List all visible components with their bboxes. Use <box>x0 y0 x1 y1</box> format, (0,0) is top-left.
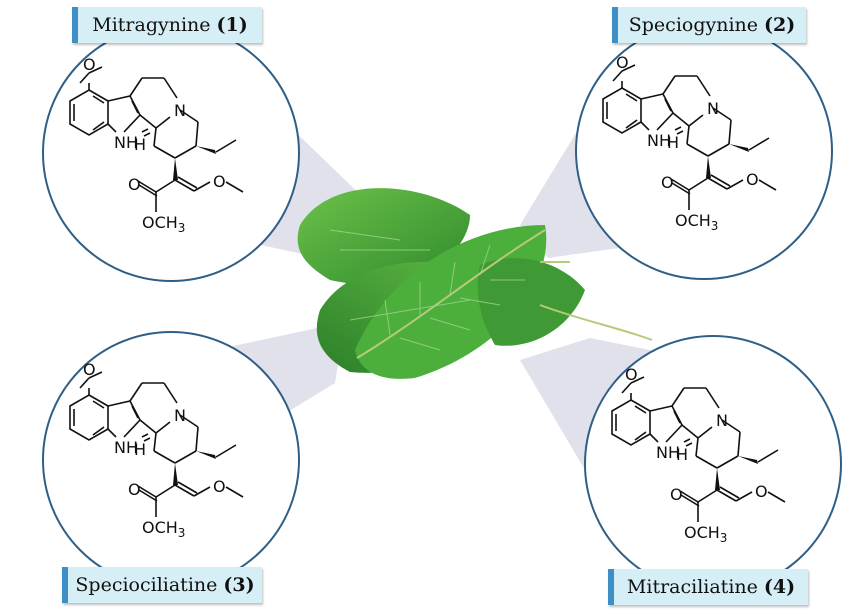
compound-number: (3) <box>223 574 255 596</box>
compound-name: Speciogynine <box>628 14 759 36</box>
compound-number: (1) <box>216 14 248 36</box>
compound-label-2: Speciogynine (2) <box>612 7 806 43</box>
ether-o-label: O <box>746 170 759 189</box>
nh-label: NH <box>114 438 138 457</box>
methoxy-o-label: O <box>83 360 96 379</box>
compound-number: (2) <box>764 14 796 36</box>
ester-label: OCH3 <box>684 523 727 545</box>
ether-o-label: O <box>755 482 768 501</box>
molecule-structure-4: O NH H N O O OCH3 <box>611 365 786 545</box>
structure-circle-1 <box>42 24 300 282</box>
nh-label: NH <box>656 443 680 462</box>
ester-label: OCH3 <box>142 518 185 540</box>
ether-o-label: O <box>213 172 226 191</box>
carbonyl-o-label: O <box>128 175 141 194</box>
compound-name: Mitraciliatine <box>626 576 758 598</box>
molecule-structure-3: O NH H N O O OCH3 <box>69 360 244 540</box>
compound-name: Speciociliatine <box>75 574 218 596</box>
carbonyl-o-label: O <box>661 173 674 192</box>
compound-label-1: Mitragynine (1) <box>72 7 262 43</box>
carbonyl-o-label: O <box>670 485 683 504</box>
h-label: H <box>134 440 146 459</box>
ester-label: OCH3 <box>142 213 185 235</box>
nh-label: NH <box>114 133 138 152</box>
methoxy-o-label: O <box>616 53 629 72</box>
carbonyl-o-label: O <box>128 480 141 499</box>
h-label: H <box>667 133 679 152</box>
ether-o-label: O <box>213 477 226 496</box>
compound-number: (4) <box>763 576 796 598</box>
nh-label: NH <box>647 131 671 150</box>
h-label: H <box>134 135 146 154</box>
compound-label-3: Speciociliatine (3) <box>62 567 262 603</box>
kratom-leaves-image <box>297 188 653 379</box>
structure-circle-4 <box>584 335 842 593</box>
h-label: H <box>676 445 688 464</box>
compound-name: Mitragynine <box>92 14 211 36</box>
methoxy-o-label: O <box>83 55 96 74</box>
nitrogen-label: N <box>707 99 719 118</box>
nitrogen-label: N <box>716 411 728 430</box>
nitrogen-label: N <box>174 406 186 425</box>
molecule-structure-1: O NH H N O O OCH3 <box>69 55 244 235</box>
molecule-structure-2: O NH H N O O OCH3 <box>602 53 777 233</box>
nitrogen-label: N <box>174 101 186 120</box>
structure-circle-2 <box>575 22 833 280</box>
compound-label-4: Mitraciliatine (4) <box>608 569 808 605</box>
methoxy-o-label: O <box>625 365 638 384</box>
ester-label: OCH3 <box>675 211 718 233</box>
